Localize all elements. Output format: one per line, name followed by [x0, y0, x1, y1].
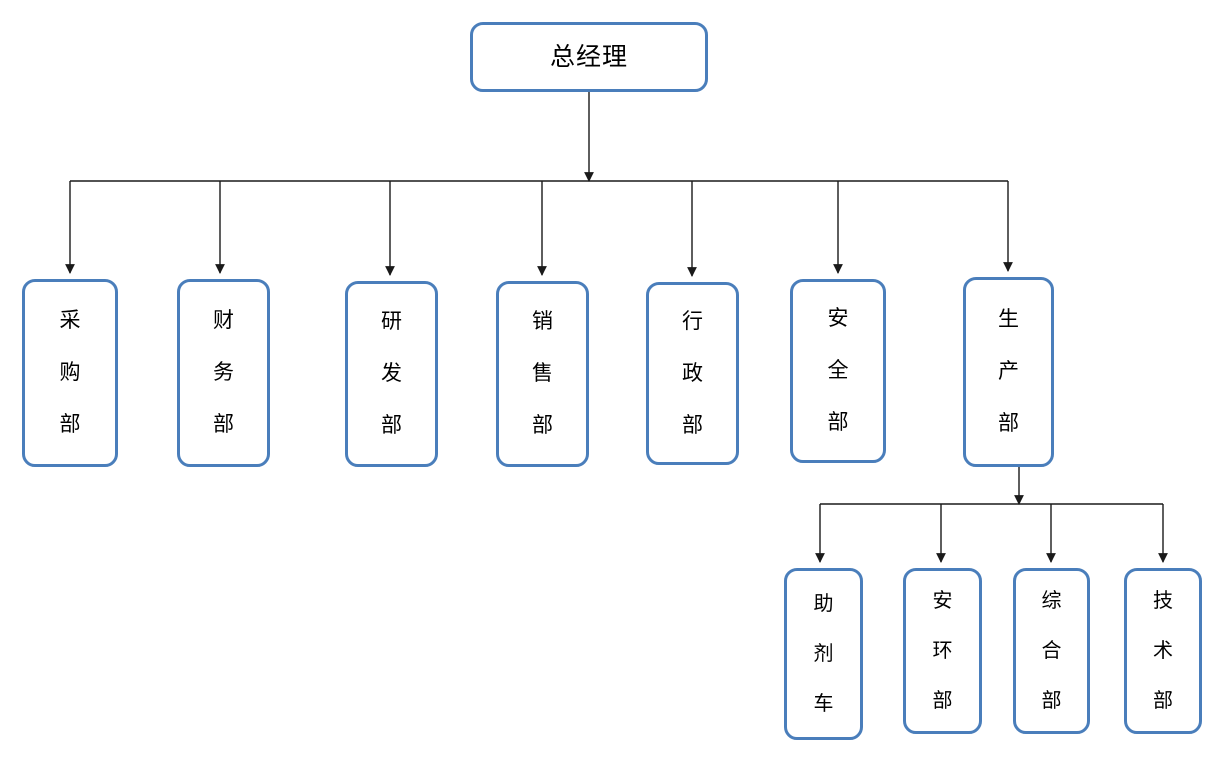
node-finance[interactable]: 财 务 部 — [177, 279, 270, 467]
node-label: 总经理 — [549, 42, 628, 71]
node-safety-environment[interactable]: 安 环 部 — [903, 568, 982, 734]
node-label: 行 政 部 — [682, 309, 703, 437]
node-additive-workshop[interactable]: 助 剂 车 — [784, 568, 863, 740]
node-label: 综 合 部 — [1041, 590, 1062, 712]
node-label: 研 发 部 — [381, 310, 402, 437]
node-label: 销 售 部 — [532, 310, 553, 437]
node-label: 助 剂 车 — [813, 593, 834, 715]
node-administration[interactable]: 行 政 部 — [646, 282, 739, 465]
node-safety[interactable]: 安 全 部 — [790, 279, 886, 463]
node-label: 技 术 部 — [1153, 590, 1173, 712]
node-label: 采 购 部 — [59, 309, 81, 436]
node-sales[interactable]: 销 售 部 — [496, 281, 589, 467]
node-label: 财 务 部 — [213, 309, 234, 436]
node-label: 安 环 部 — [932, 590, 953, 712]
node-production[interactable]: 生 产 部 — [963, 277, 1054, 467]
node-procurement[interactable]: 采 购 部 — [22, 279, 118, 467]
node-label: 生 产 部 — [998, 308, 1019, 435]
node-research[interactable]: 研 发 部 — [345, 281, 438, 467]
node-label: 安 全 部 — [827, 307, 849, 434]
node-general-affairs[interactable]: 综 合 部 — [1013, 568, 1090, 734]
node-general-manager[interactable]: 总经理 — [470, 22, 708, 92]
node-technical[interactable]: 技 术 部 — [1124, 568, 1202, 734]
